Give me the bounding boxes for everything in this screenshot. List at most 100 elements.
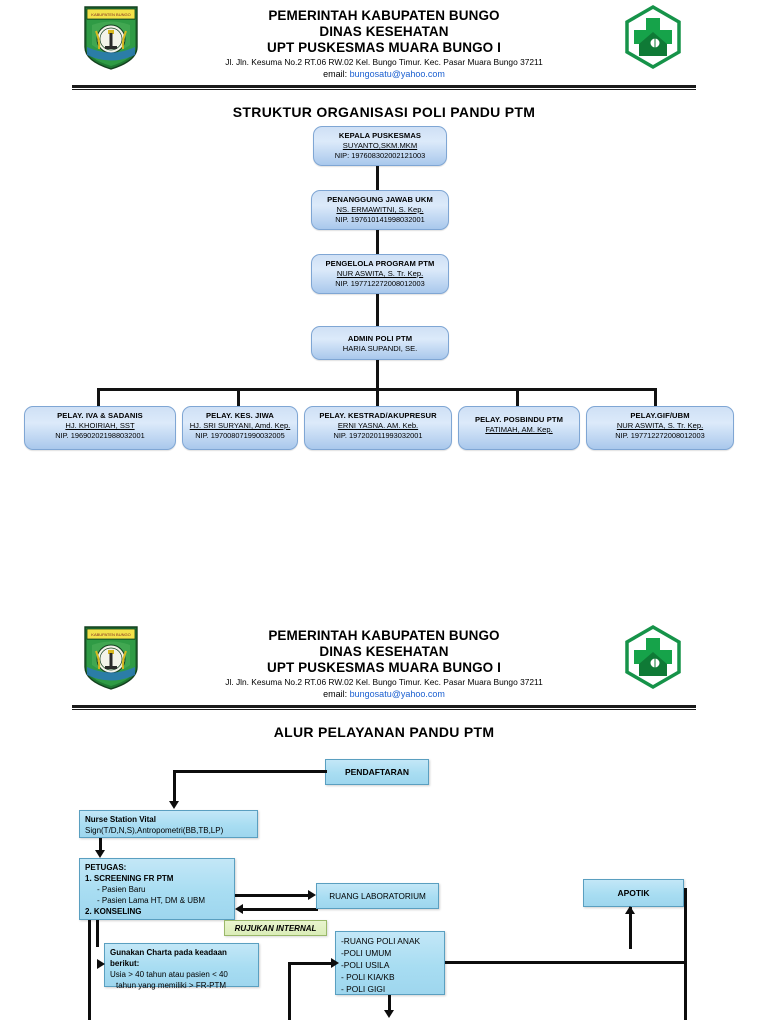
puskesmas-green-cross-hexagon-icon-2 [622, 624, 684, 690]
petugas-line-4: 2. KONSELING [85, 907, 142, 916]
connector-bus [97, 388, 654, 391]
org-node-pelay-gif-ubm[interactable]: PELAY.GIF/UBM NUR ASWITA, S. Tr. Kep. NI… [586, 406, 734, 450]
flow-arrow-to-apotik [625, 906, 635, 914]
connector-3 [376, 294, 379, 326]
flow-node-laboratorium[interactable]: RUANG LABORATORIUM [316, 883, 439, 909]
connector-drop-4 [516, 388, 519, 406]
nurse-station-title: Nurse Station Vital [85, 815, 156, 824]
poli-line-1: -RUANG POLI ANAK [341, 936, 421, 946]
letterhead-line3: UPT PUSKESMAS MUARA BUNGO I [267, 40, 501, 55]
flow-arrow-from-lab [235, 904, 243, 914]
letterhead-org: KABUPATEN BUNGO PEMERINTAH KABUPATEN BUN… [72, 0, 696, 84]
node-name: NUR ASWITA, S. Tr. Kep. [336, 269, 424, 278]
node-name: NS. ERMAWITNI, S. Kep. [336, 205, 424, 214]
flow-node-apotik[interactable]: APOTIK [583, 879, 684, 907]
org-node-pelay-iva-sadanis[interactable]: PELAY. IVA & SADANIS HJ. KHOIRIAH, SST N… [24, 406, 176, 450]
org-structure-page: KABUPATEN BUNGO PEMERINTAH KABUPATEN BUN… [0, 0, 768, 480]
petugas-head: PETUGAS: [85, 863, 127, 872]
letterhead-text-org: PEMERINTAH KABUPATEN BUNGO DINAS KESEHAT… [72, 0, 696, 80]
poli-line-5: - POLI GIGI [341, 984, 386, 994]
node-nip: NIP. 196902021988032001 [55, 431, 145, 440]
node-title: PELAY. IVA & SADANIS [57, 411, 143, 420]
flow-arrow-to-poli [331, 958, 339, 968]
charta-head-1: Gunakan Charta pada keadaan [110, 948, 227, 957]
flow-arrow-to-charta [97, 959, 105, 969]
kabupaten-bungo-crest-icon: KABUPATEN BUNGO [82, 3, 140, 71]
org-node-admin-poli-ptm[interactable]: ADMIN POLI PTM HARIA SUPANDI, SE. [311, 326, 449, 360]
charta-body-2: tahun yang memiliki > FR-PTM [116, 981, 227, 990]
connector-4 [376, 360, 379, 390]
node-nip: NIP. 197712272008012003 [615, 431, 705, 440]
service-flow-page: KABUPATEN BUNGO PEMERINTAH KABUPATEN BUN… [0, 620, 768, 1024]
flow-node-petugas[interactable]: PETUGAS: 1. SCREENING FR PTM - Pasien Ba… [79, 858, 235, 920]
node-title: PELAY. KESTRAD/AKUPRESUR [319, 411, 437, 420]
node-nip: NIP: 197608302002121003 [334, 151, 426, 160]
flow-line-elbow-vert [288, 962, 291, 1020]
letterhead-address: Jl. Jln. Kesuma No.2 RT.06 RW.02 Kel. Bu… [225, 57, 543, 67]
flow-line-poli-down [388, 995, 391, 1014]
flow-node-nurse-station[interactable]: Nurse Station Vital Sign(T/D,N,S),Antrop… [79, 810, 258, 838]
svg-text:KABUPATEN BUNGO: KABUPATEN BUNGO [91, 12, 130, 17]
letterhead-email-row: email: bungosatu@yahoo.com [72, 688, 696, 700]
connector-drop-5 [654, 388, 657, 406]
flow-arrow-to-nurse-station [169, 801, 179, 809]
org-node-kepala-puskesmas[interactable]: KEPALA PUSKESMAS SUYANTO,SKM.MKM NIP: 19… [313, 126, 447, 166]
node-name: HARIA SUPANDI, SE. [342, 344, 418, 353]
petugas-line-2: - Pasien Baru [97, 885, 146, 894]
node-nip: NIP. 197610141998032001 [335, 215, 425, 224]
flow-arrow-to-lab [308, 890, 316, 900]
kabupaten-bungo-crest-icon-2: KABUPATEN BUNGO [82, 623, 140, 691]
flow-chart-canvas: PENDAFTARAN Nurse Station Vital Sign(T/D… [0, 740, 768, 1020]
flow-line-nurse-to-petugas [99, 838, 102, 853]
node-nip: NIP. 197712272008012003 [335, 279, 425, 288]
letterhead-divider-org [72, 85, 696, 90]
org-node-pelay-kestrad-akupresur[interactable]: PELAY. KESTRAD/AKUPRESUR ERNI YASNA. AM.… [304, 406, 452, 450]
flow-node-charta[interactable]: Gunakan Charta pada keadaan berikut: Usi… [104, 943, 259, 990]
node-name: ERNI YASNA. AM. Keb. [337, 421, 419, 430]
org-node-pelay-posbindu-ptm[interactable]: PELAY. POSBINDU PTM FATIMAH, AM. Kep. [458, 406, 580, 450]
node-title: PELAY. POSBINDU PTM [474, 415, 564, 424]
node-nip: NIP. 197008071990032005 [195, 431, 285, 440]
flow-line-apotik-right-return [684, 888, 687, 1020]
flow-arrow-to-petugas [95, 850, 105, 858]
node-name: FATIMAH, AM. Kep. [485, 425, 553, 434]
org-node-pengelola-program-ptm[interactable]: PENGELOLA PROGRAM PTM NUR ASWITA, S. Tr.… [311, 254, 449, 294]
letterhead-line3: UPT PUSKESMAS MUARA BUNGO I [267, 660, 501, 675]
org-node-penanggung-jawab-ukm[interactable]: PENANGGUNG JAWAB UKM NS. ERMAWITNI, S. K… [311, 190, 449, 230]
org-chart-canvas: KEPALA PUSKESMAS SUYANTO,SKM.MKM NIP: 19… [0, 120, 768, 480]
email-address[interactable]: bungosatu@yahoo.com [349, 69, 445, 79]
node-name: NUR ASWITA, S. Tr. Kep. [616, 421, 704, 430]
org-chart-title: STRUKTUR ORGANISASI POLI PANDU PTM [232, 104, 536, 120]
email-label: email: [323, 689, 348, 699]
letterhead-flow: KABUPATEN BUNGO PEMERINTAH KABUPATEN BUN… [72, 620, 696, 704]
flow-line-lab-to-petugas [243, 908, 318, 911]
node-title: KEPALA PUSKESMAS [338, 131, 422, 140]
flow-node-poli-list[interactable]: -RUANG POLI ANAK -POLI UMUM -POLI USILA … [335, 931, 445, 995]
node-title: PENGELOLA PROGRAM PTM [325, 259, 435, 268]
puskesmas-green-cross-hexagon-icon [622, 4, 684, 70]
letterhead-line2: DINAS KESEHATAN [319, 24, 449, 39]
connector-drop-3 [376, 388, 379, 406]
org-node-pelay-kes-jiwa[interactable]: PELAY. KES. JIWA HJ. SRI SURYANI, Amd. K… [182, 406, 298, 450]
node-name: SUYANTO,SKM.MKM [342, 141, 418, 150]
flow-line-petugas-down-a [88, 920, 91, 1020]
charta-body-1: Usia > 40 tahun atau pasien < 40 [110, 970, 228, 979]
poli-line-3: -POLI USILA [341, 960, 390, 970]
node-title: PELAY. KES. JIWA [206, 411, 274, 420]
connector-drop-1 [97, 388, 100, 406]
flow-line-apotik-up-stem [629, 907, 632, 949]
email-address[interactable]: bungosatu@yahoo.com [349, 689, 445, 699]
poli-line-2: -POLI UMUM [341, 948, 392, 958]
letterhead-divider-flow [72, 705, 696, 710]
node-name: HJ. SRI SURYANI, Amd. Kep. [189, 421, 291, 430]
charta-head-2: berikut: [110, 959, 140, 968]
letterhead-text-flow: PEMERINTAH KABUPATEN BUNGO DINAS KESEHAT… [72, 620, 696, 700]
flow-node-pendaftaran[interactable]: PENDAFTARAN [325, 759, 429, 785]
flow-chart-title: ALUR PELAYANAN PANDU PTM [273, 724, 495, 740]
connector-1 [376, 166, 379, 190]
connector-2 [376, 230, 379, 254]
letterhead-email-row: email: bungosatu@yahoo.com [72, 68, 696, 80]
email-label: email: [323, 69, 348, 79]
node-title: PENANGGUNG JAWAB UKM [327, 195, 433, 204]
node-title: ADMIN POLI PTM [347, 334, 413, 343]
